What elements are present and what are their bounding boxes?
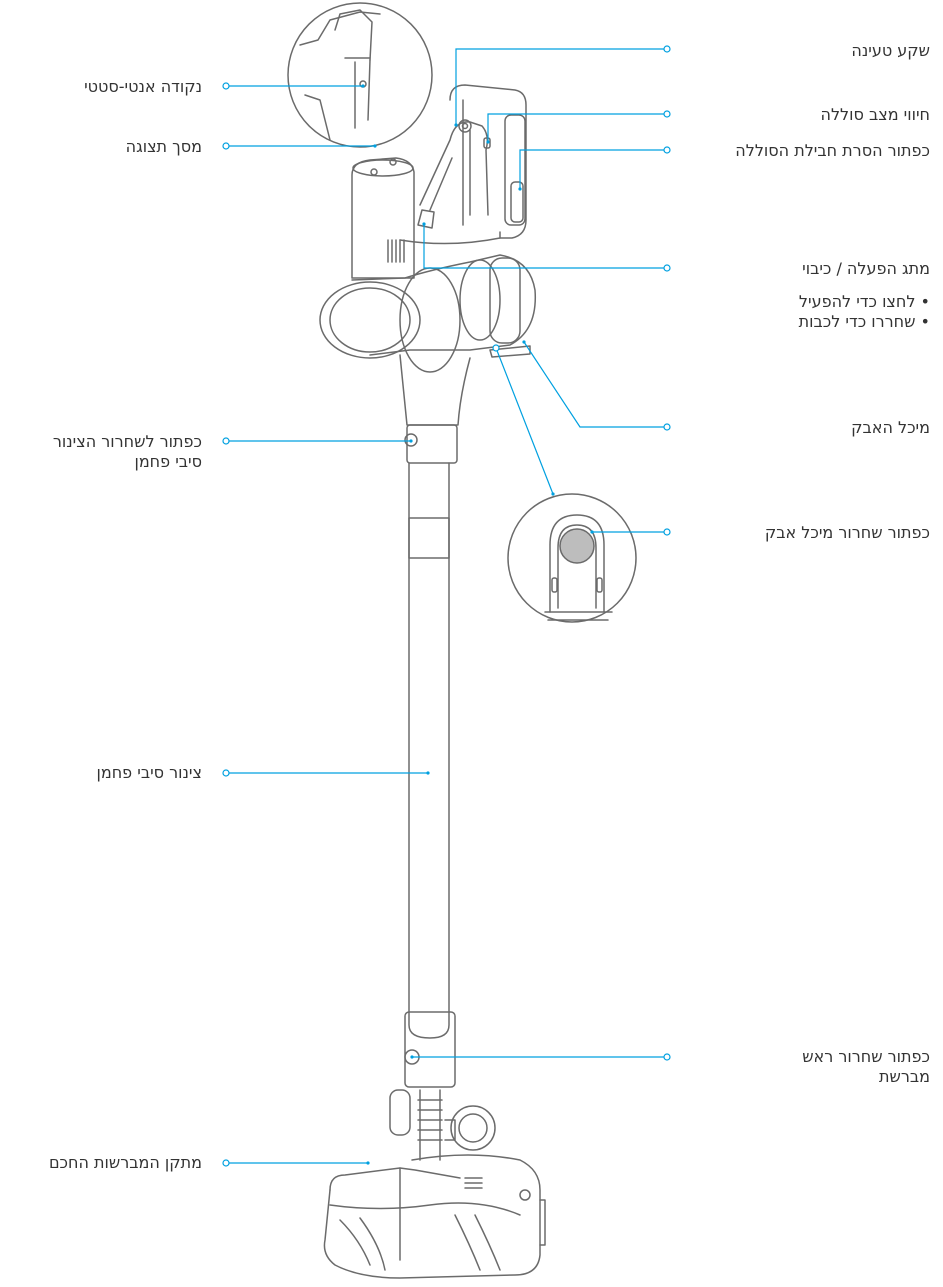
label-tube-release-button: כפתור לשחרור הצינור סיבי פחמן	[53, 432, 202, 472]
battery-pack	[399, 84, 527, 245]
label-brush-head-release-line2: מברשת	[879, 1067, 930, 1086]
label-brush-head-release-line1: כפתור שחרור ראש	[802, 1047, 930, 1066]
leader-battery-release-anchor-dot	[518, 187, 522, 191]
brush-connector	[389, 1011, 496, 1161]
leader-battery-release	[519, 149, 667, 189]
leader-tube-release-anchor-dot	[409, 439, 413, 443]
label-smart-brush-unit: מתקן המברשות החכם	[48, 1153, 202, 1172]
label-battery-indicator: חיווי מצב סוללה	[820, 105, 931, 124]
leader-carbon-fiber-tube-anchor-dot	[426, 771, 430, 775]
label-display-screen: מסך תצוגה	[125, 137, 202, 156]
leader-charging-port-anchor-dot	[454, 123, 458, 127]
label-brush-head-release-button: כפתור שחרור ראש מברשת	[802, 1047, 930, 1087]
leader-anti-static-point-end-marker	[222, 82, 230, 90]
leader-tube-release-end-marker	[222, 437, 230, 445]
leader-power-trigger	[423, 224, 667, 269]
brush-head	[323, 1154, 546, 1279]
leader-battery-release-end-marker	[663, 146, 671, 154]
leader-dust-bin-zoom	[495, 347, 554, 495]
leader-carbon-fiber-tube-end-marker	[222, 769, 230, 777]
leader-smart-brush-unit-anchor-dot	[366, 1161, 370, 1165]
leader-dust-bin	[523, 341, 667, 428]
label-tube-release-button-line2: סיבי פחמן	[134, 452, 202, 471]
leader-power-trigger-end-marker	[663, 264, 671, 272]
leader-smart-brush-unit-end-marker	[222, 1159, 230, 1167]
carbon-fiber-tube	[408, 462, 450, 1039]
leader-dust-bin-release-end-marker	[663, 528, 671, 536]
leader-charging-port-end-marker	[663, 45, 671, 53]
leader-charging-port	[455, 48, 667, 125]
leader-dust-bin-end-marker	[663, 423, 671, 431]
display-head	[351, 157, 415, 279]
leader-dust-bin-zoom-end-marker	[492, 344, 500, 352]
label-tube-release-button-line1: כפתור לשחרור הצינור	[52, 432, 202, 451]
leader-power-trigger-anchor-dot	[422, 222, 426, 226]
power-trigger-notes: לחצו כדי להפעיל שחררו כדי לכבות	[799, 292, 930, 332]
label-dust-bin: מיכל האבק	[851, 418, 930, 437]
label-dust-bin-release-button: כפתור שחרור מיכל אבק	[764, 523, 930, 542]
dust-bin-release-zoom-circle	[507, 493, 637, 623]
leader-battery-indicator-end-marker	[663, 110, 671, 118]
label-power-trigger: מתג הפעלה / כיבוי	[802, 259, 930, 278]
power-trigger-note-press: לחצו כדי להפעיל	[799, 292, 930, 312]
leader-battery-indicator	[487, 113, 667, 142]
dust-bin-release-button-dot	[559, 528, 595, 564]
motor-body	[319, 254, 537, 373]
leader-brush-head-release-end-marker	[663, 1053, 671, 1061]
neck	[399, 354, 471, 464]
leader-brush-head-release-anchor-dot	[410, 1055, 414, 1059]
handle	[417, 119, 491, 229]
leader-battery-indicator-anchor-dot	[486, 140, 490, 144]
label-anti-static-point: נקודה אנטי-סטטי	[84, 77, 202, 96]
label-charging-port: שקע טעינה	[851, 41, 930, 60]
leader-dust-bin-release-anchor-dot	[590, 530, 594, 534]
leader-display-screen-end-marker	[222, 142, 230, 150]
anti-static-zoom-circle	[287, 2, 433, 148]
leader-dust-bin-zoom-anchor-dot	[551, 492, 555, 496]
leader-dust-bin-anchor-dot	[522, 340, 526, 344]
leader-display-screen-anchor-dot	[373, 144, 377, 148]
label-battery-release-button: כפתור הסרת חבילת הסוללה	[735, 141, 930, 160]
power-trigger-note-release: שחררו כדי לכבות	[799, 312, 930, 332]
leader-anti-static-point-anchor-dot	[361, 84, 365, 88]
label-carbon-fiber-tube: צינור סיבי פחמן	[96, 763, 203, 782]
